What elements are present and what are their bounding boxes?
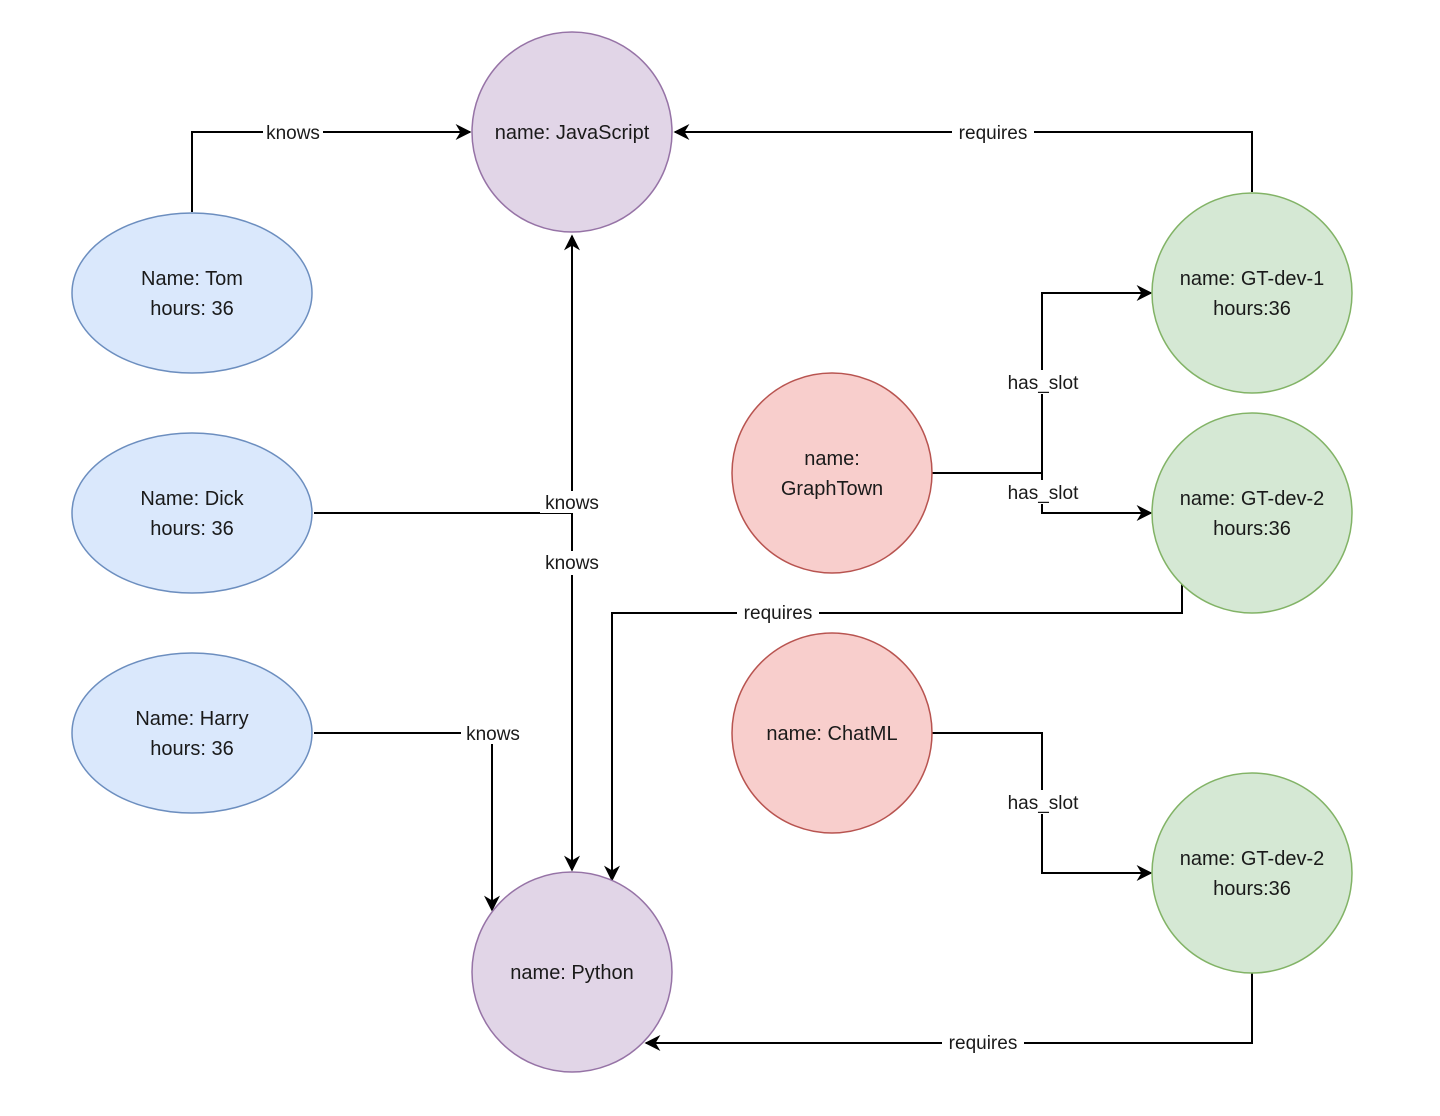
edge-label-tom-javascript: knows [263,121,323,144]
node-gt-dev-2-a-name: name: GT-dev-2 [1180,488,1325,510]
node-gt-dev-1-name: name: GT-dev-1 [1180,268,1325,290]
svg-text:knows: knows [466,724,520,745]
node-tom-name: Name: Tom [141,268,243,290]
node-dick-name: Name: Dick [140,488,244,510]
node-graphtown[interactable]: name: GraphTown [731,372,933,574]
edge-label-graphtown-gtdev2a: has_slot [1000,480,1086,504]
node-javascript-shape [471,31,673,233]
node-graphtown-name-key: name: [804,448,860,470]
edge-label-gtdev1-javascript: requires [952,121,1034,144]
svg-text:requires: requires [744,603,813,624]
edge-label-dick-javascript: knows [540,491,604,514]
node-javascript[interactable]: name: JavaScript [471,31,673,233]
nodes: name: JavaScript name: Python Name: Tom … [71,31,1353,1073]
edge-gtdev1-javascript [673,124,1253,192]
node-python-name: name: Python [510,962,633,984]
node-dick[interactable]: Name: Dick hours: 36 [71,432,313,594]
svg-text:knows: knows [545,553,599,574]
edge-gtdev2b-python [644,973,1253,1051]
edge-labels: knows knows knows knows requires require… [263,121,1086,1054]
edge-gtdev2a-python [604,583,1183,882]
node-gt-dev-2-a-hours: hours:36 [1213,518,1291,540]
node-gt-dev-2-b-hours: hours:36 [1213,878,1291,900]
node-javascript-name: name: JavaScript [495,122,650,144]
node-dick-shape [71,432,313,594]
node-harry[interactable]: Name: Harry hours: 36 [71,652,313,814]
edge-dick-javascript [314,234,580,514]
node-chatml[interactable]: name: ChatML [731,632,933,834]
node-tom-shape [71,212,313,374]
edge-harry-python [314,732,500,912]
svg-text:has_slot: has_slot [1008,373,1079,394]
node-gt-dev-2-a[interactable]: name: GT-dev-2 hours:36 [1151,412,1353,614]
edge-label-harry-python: knows [461,722,525,745]
node-gt-dev-1-hours: hours:36 [1213,298,1291,320]
edge-tom-javascript [191,124,472,212]
svg-text:has_slot: has_slot [1008,793,1079,814]
svg-text:has_slot: has_slot [1008,483,1079,504]
node-python-shape [471,871,673,1073]
svg-text:knows: knows [266,123,320,144]
node-dick-hours: hours: 36 [150,518,233,540]
edges [191,124,1253,1051]
node-gt-dev-1-shape [1151,192,1353,394]
node-harry-name: Name: Harry [135,708,248,730]
node-harry-hours: hours: 36 [150,738,233,760]
node-gt-dev-2-b-shape [1151,772,1353,974]
node-gt-dev-2-b[interactable]: name: GT-dev-2 hours:36 [1151,772,1353,974]
node-gt-dev-2-b-name: name: GT-dev-2 [1180,848,1325,870]
node-graphtown-name-value: GraphTown [781,478,883,500]
node-chatml-shape [731,632,933,834]
edge-label-graphtown-gtdev1: has_slot [1000,370,1086,394]
node-tom-hours: hours: 36 [150,298,233,320]
node-tom[interactable]: Name: Tom hours: 36 [71,212,313,374]
node-graphtown-shape [731,372,933,574]
edge-label-chatml-gtdev2b: has_slot [1000,790,1086,814]
node-gt-dev-2-a-shape [1151,412,1353,614]
svg-text:knows: knows [545,493,599,514]
edge-label-dick-python: knows [540,551,604,575]
svg-text:requires: requires [959,123,1028,144]
edge-label-gtdev2b-python: requires [942,1032,1024,1054]
node-chatml-name: name: ChatML [766,723,897,745]
edge-label-gtdev2a-python: requires [737,602,819,624]
node-harry-shape [71,652,313,814]
node-gt-dev-1[interactable]: name: GT-dev-1 hours:36 [1151,192,1353,394]
node-python[interactable]: name: Python [471,871,673,1073]
svg-text:requires: requires [949,1033,1018,1054]
